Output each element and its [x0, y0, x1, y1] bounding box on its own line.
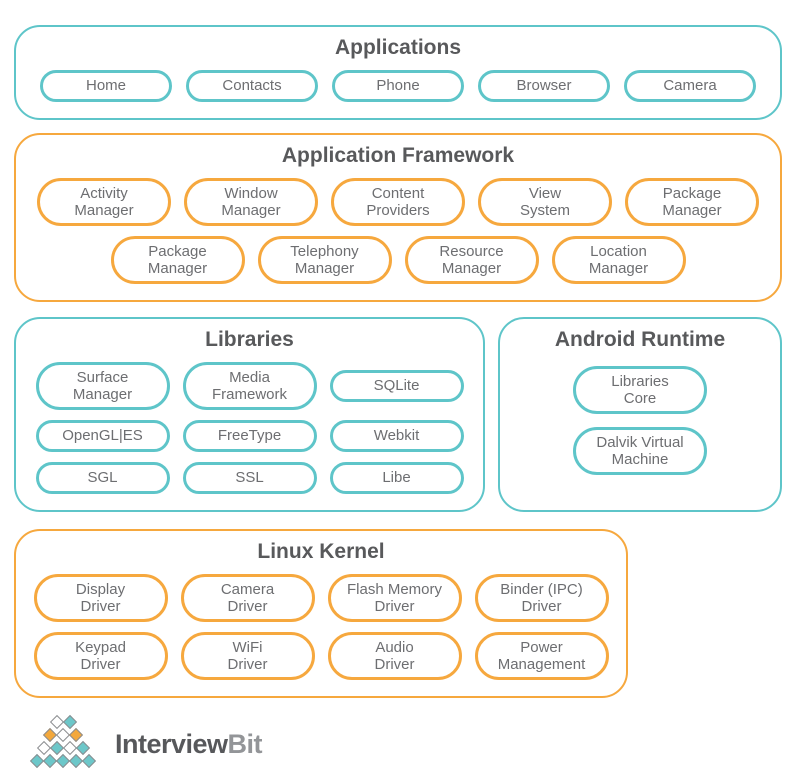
pill-package-manager-1: Package Manager [625, 178, 759, 226]
libraries-title: Libraries [205, 328, 294, 351]
application-framework-title: Application Framework [281, 144, 515, 167]
pill-power-management: Power Management [474, 632, 609, 680]
pill-wifi-driver: WiFi Driver [180, 632, 315, 680]
middle-layer-row: Libraries Surface Manager Media Framewor… [14, 317, 782, 512]
logo-pyramid-icon [29, 714, 102, 773]
framework-pill-row-1: Activity Manager Window Manager Content … [32, 178, 764, 226]
pill-camera: Camera [624, 70, 756, 102]
pill-home: Home [40, 70, 172, 102]
pill-audio-driver: Audio Driver [327, 632, 462, 680]
logo-diamond [75, 740, 90, 756]
applications-title: Applications [334, 36, 461, 59]
pill-display-driver: Display Driver [33, 574, 168, 622]
pill-telephony-manager: Telephony Manager [257, 236, 392, 284]
logo-diamond [68, 727, 84, 743]
android-runtime-section: Android Runtime Libraries Core Dalvik Vi… [498, 317, 782, 512]
logo-diamond [49, 740, 64, 756]
pill-content-providers: Content Providers [331, 178, 465, 226]
pill-webkit: Webkit [329, 420, 464, 452]
logo-diamond [62, 740, 77, 756]
interviewbit-logo: InterviewBit [29, 714, 782, 773]
logo-diamond [62, 714, 77, 730]
logo-diamond [49, 714, 64, 730]
linux-kernel-section: Linux Kernel Display Driver Camera Drive… [14, 529, 628, 698]
logo-text-primary: Interview [115, 728, 228, 759]
logo-diamond [36, 740, 51, 756]
pill-libraries-core: Libraries Core [573, 366, 707, 414]
kernel-pill-row-2: Keypad Driver WiFi Driver Audio Driver P… [32, 632, 610, 680]
runtime-pill-column: Libraries Core Dalvik Virtual Machine [516, 366, 764, 475]
libraries-pill-row-2: OpenGL|ES FreeType Webkit [32, 420, 467, 452]
logo-diamond [81, 753, 97, 769]
pill-dalvik-virtual-machine: Dalvik Virtual Machine [573, 427, 707, 475]
pill-package-manager-2: Package Manager [110, 236, 245, 284]
pill-media-framework: Media Framework [182, 362, 317, 410]
pill-window-manager: Window Manager [184, 178, 318, 226]
android-runtime-title: Android Runtime [554, 328, 726, 351]
pill-freetype: FreeType [182, 420, 317, 452]
pill-contacts: Contacts [186, 70, 318, 102]
pill-sqlite: SQLite [329, 370, 464, 402]
applications-section: Applications Home Contacts Phone Browser… [14, 25, 782, 120]
pill-activity-manager: Activity Manager [37, 178, 171, 226]
pill-location-manager: Location Manager [551, 236, 686, 284]
framework-pill-row-2: Package Manager Telephony Manager Resour… [32, 236, 764, 284]
pill-sgl: SGL [35, 462, 170, 494]
pill-opengl-es: OpenGL|ES [35, 420, 170, 452]
pill-view-system: View System [478, 178, 612, 226]
linux-kernel-title: Linux Kernel [257, 540, 385, 563]
pill-flash-memory-driver: Flash Memory Driver [327, 574, 462, 622]
kernel-pill-row-1: Display Driver Camera Driver Flash Memor… [32, 574, 610, 622]
pill-camera-driver: Camera Driver [180, 574, 315, 622]
applications-pill-row: Home Contacts Phone Browser Camera [32, 70, 764, 102]
libraries-pill-row-3: SGL SSL Libe [32, 462, 467, 494]
logo-wordmark: InterviewBit [115, 728, 263, 759]
pill-browser: Browser [478, 70, 610, 102]
pill-ssl: SSL [182, 462, 317, 494]
libraries-pill-row-1: Surface Manager Media Framework SQLite [32, 362, 467, 410]
pill-binder-ipc-driver: Binder (IPC) Driver [474, 574, 609, 622]
pill-resource-manager: Resource Manager [404, 236, 539, 284]
pill-surface-manager: Surface Manager [35, 362, 170, 410]
pill-libe: Libe [329, 462, 464, 494]
pill-keypad-driver: Keypad Driver [33, 632, 168, 680]
application-framework-section: Application Framework Activity Manager W… [14, 133, 782, 302]
pill-phone: Phone [332, 70, 464, 102]
logo-text-secondary: Bit [227, 728, 263, 759]
libraries-section: Libraries Surface Manager Media Framewor… [14, 317, 485, 512]
